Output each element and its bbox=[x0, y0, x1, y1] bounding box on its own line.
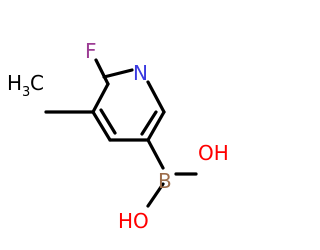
bond-c6-f bbox=[94, 58, 110, 86]
atom-hydroxyl-2: HO bbox=[118, 209, 149, 233]
bond-c5-c6 bbox=[91, 82, 110, 114]
methyl-carbon: C bbox=[30, 71, 44, 95]
bond-c3-b bbox=[146, 138, 165, 170]
bond-b-ho bbox=[146, 182, 165, 208]
molecule-structure: F N H 3 C B OH HO bbox=[7, 39, 229, 233]
atom-nitrogen: N bbox=[133, 61, 148, 85]
bond-c2-c3 bbox=[146, 110, 166, 142]
methyl-hydrogen: H bbox=[7, 71, 22, 95]
atom-boron: B bbox=[158, 169, 172, 193]
bond-c4-c5-inner bbox=[99, 108, 117, 135]
bond-c4-c5 bbox=[91, 110, 112, 142]
bond-n1-c2 bbox=[146, 80, 166, 114]
methyl-group: H 3 C bbox=[7, 71, 44, 100]
atom-hydroxyl-1: OH bbox=[198, 141, 229, 165]
bond-c2-c3-inner bbox=[140, 110, 158, 136]
methyl-subscript: 3 bbox=[22, 85, 30, 100]
bonds bbox=[44, 58, 198, 208]
atom-fluorine: F bbox=[85, 39, 97, 63]
bond-c6-n1-double-outer bbox=[102, 68, 134, 79]
